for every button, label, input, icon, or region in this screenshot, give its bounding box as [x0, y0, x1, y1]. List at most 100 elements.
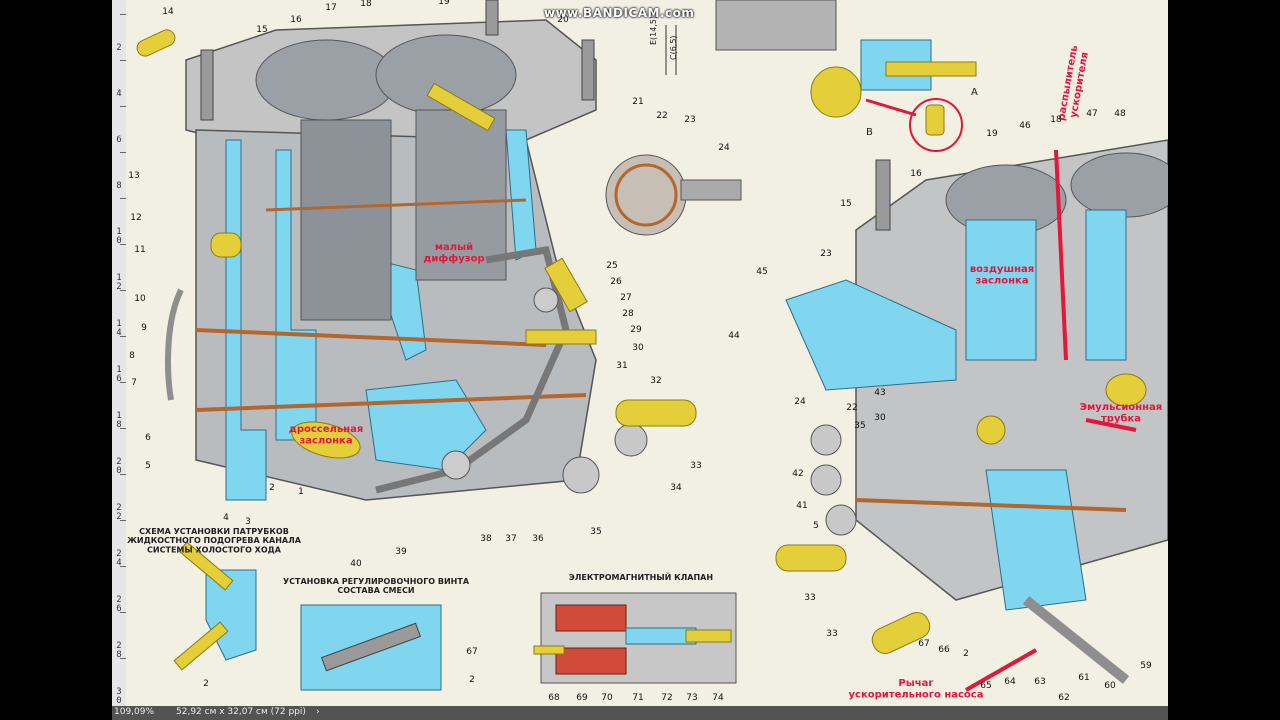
- callout-left: 40: [350, 559, 362, 569]
- callout-valve: 71: [632, 693, 643, 703]
- ruler-mark: 2 8: [116, 641, 122, 660]
- callout-right: 16: [910, 169, 922, 179]
- callout-right: 30: [874, 413, 886, 423]
- callout-right: 64: [1004, 677, 1016, 687]
- ruler-mark: 4: [116, 89, 122, 99]
- callout-left: 8: [129, 351, 135, 361]
- callout-left: 16: [290, 15, 302, 25]
- recording-watermark: www.BANDICAM.com: [544, 6, 695, 20]
- callout-left: 24: [718, 143, 730, 153]
- letterbox-left: [0, 0, 112, 720]
- document-size: 52,92 см x 32,07 см (72 ppi): [176, 707, 306, 717]
- callout-left: 17: [325, 3, 336, 13]
- callout-left: 38: [480, 534, 492, 544]
- ruler-mark: 2 4: [116, 549, 122, 568]
- callout-left: 15: [256, 25, 267, 35]
- callout-right: 59: [1140, 661, 1152, 671]
- dimension-e: E(14,5): [649, 16, 658, 45]
- ruler-mark: 2 0: [116, 457, 122, 476]
- callout-left: 12: [130, 213, 141, 223]
- callout-valve: 70: [601, 693, 613, 703]
- letter-a: A: [971, 87, 978, 98]
- callout-right: 33: [826, 629, 837, 639]
- callout-right: 5: [813, 521, 819, 531]
- callout-right: 48: [1114, 109, 1126, 119]
- callout-right: 42: [792, 469, 803, 479]
- callout-right: 61: [1078, 673, 1089, 683]
- callout-left: 5: [145, 461, 151, 471]
- callout-right: 44: [728, 331, 740, 341]
- callout-left: 29: [630, 325, 642, 335]
- callout-right: 45: [756, 267, 767, 277]
- callout-right: 24: [794, 397, 806, 407]
- right-carburetor: [775, 139, 1168, 692]
- status-bar: 109,09% 52,92 см x 32,07 см (72 ppi) ›: [112, 706, 1168, 720]
- callout-right: 35: [854, 421, 865, 431]
- left-carburetor: [136, 0, 742, 501]
- callout-left: 31: [616, 361, 627, 371]
- callout-right: 2: [963, 649, 969, 659]
- callout-left: 4: [223, 513, 229, 523]
- callout-right: 33: [804, 593, 815, 603]
- callout-left: 22: [656, 111, 667, 121]
- letterbox-right: [1168, 0, 1280, 720]
- inset-screw: [300, 604, 442, 691]
- ruler-mark: 6: [116, 135, 122, 145]
- status-menu-arrow-icon[interactable]: ›: [316, 707, 320, 717]
- callout-valve: 74: [712, 693, 724, 703]
- ruler-mark: 2 6: [116, 595, 122, 614]
- zoom-level[interactable]: 109,09%: [114, 707, 155, 717]
- callout-left: 14: [162, 7, 174, 17]
- callout-right: 22: [846, 403, 857, 413]
- callout-left: 26: [610, 277, 622, 287]
- inset-valve: [533, 592, 737, 684]
- valve-title: ЭЛЕКТРОМАГНИТНЫЙ КЛАПАН: [569, 571, 713, 582]
- ruler-mark: 2 2: [116, 503, 122, 522]
- callout-right: 60: [1104, 681, 1116, 691]
- callout-right: 15: [840, 199, 851, 209]
- callout-left: 11: [134, 245, 145, 255]
- callout-left: 27: [620, 293, 631, 303]
- callout-left: 28: [622, 309, 634, 319]
- ruler-mark: 3 0: [116, 687, 122, 706]
- callout-left: 2: [269, 483, 275, 493]
- callout-right: 46: [1019, 121, 1031, 131]
- callout-right: 67: [918, 639, 929, 649]
- callout-left: 9: [141, 323, 147, 333]
- callout-left: 32: [650, 376, 661, 386]
- letter-b: B: [866, 127, 873, 138]
- callout-left: 34: [670, 483, 682, 493]
- callout-right: 23: [820, 249, 831, 259]
- top-detail: [665, 0, 977, 152]
- callout-misc: 67: [466, 647, 477, 657]
- callout-right: 41: [796, 501, 807, 511]
- ruler-mark: 1 0: [116, 227, 122, 246]
- callout-left: 18: [360, 0, 372, 9]
- callout-left: 10: [134, 294, 146, 304]
- ruler-mark: 8: [116, 181, 122, 191]
- callout-left: 37: [505, 534, 516, 544]
- ruler-mark: 2: [116, 43, 122, 53]
- callout-right: 65: [980, 681, 991, 691]
- callout-misc: 2: [469, 675, 475, 685]
- callout-left: 3: [245, 517, 251, 527]
- callout-left: 36: [532, 534, 544, 544]
- callout-right: 66: [938, 645, 950, 655]
- ruler-mark: 1 4: [116, 319, 122, 338]
- callout-left: 1: [298, 487, 304, 497]
- ruler-mark: 1 8: [116, 411, 122, 430]
- callout-right: 19: [986, 129, 998, 139]
- callout-left: 20: [557, 15, 569, 25]
- callout-left: 6: [145, 433, 151, 443]
- callout-left: 13: [128, 171, 139, 181]
- callout-valve: 68: [548, 693, 560, 703]
- callout-right: 47: [1086, 109, 1097, 119]
